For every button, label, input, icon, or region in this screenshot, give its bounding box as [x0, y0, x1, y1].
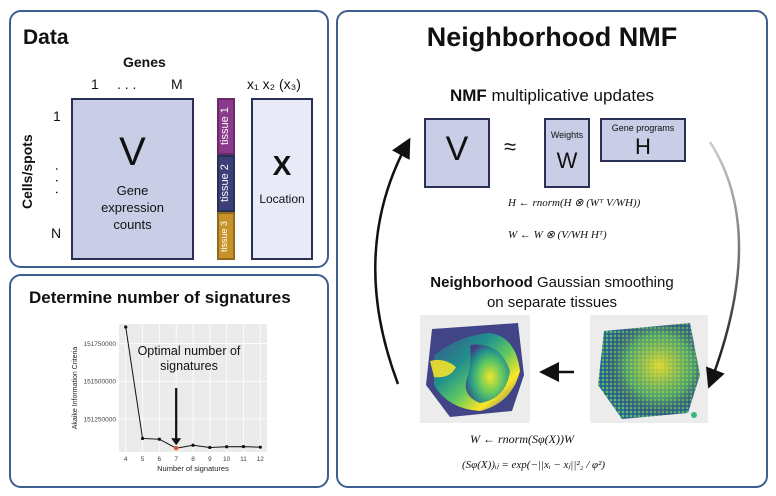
- nmf-panel-title: Neighborhood NMF: [426, 22, 678, 52]
- data-panel: Data Genes 1 . . . M Cells/spots 1 . . .…: [9, 10, 329, 268]
- arrow-right-curve: [706, 141, 741, 389]
- arrow-left-curve: [374, 137, 411, 385]
- x-axis-label: Number of signatures: [157, 464, 229, 473]
- aic-point: [157, 437, 161, 441]
- matrix-x-caption: Location: [259, 192, 305, 206]
- smoothing-title-rest: Gaussian smoothing: [532, 274, 674, 291]
- tissue-2-label: tissue 2: [219, 164, 231, 203]
- nmf-h-box: Gene programs H: [600, 118, 686, 162]
- x-tick-label: 9: [208, 456, 212, 463]
- gene-index-dots: . . .: [117, 76, 137, 92]
- smoothed-tissue-map: [420, 315, 530, 423]
- y-tick-label: 151500000: [83, 379, 116, 386]
- signatures-panel: Determine number of signatures 151250000…: [9, 274, 329, 488]
- genes-label: Genes: [123, 54, 166, 70]
- nmf-w-box: Weights W: [544, 118, 590, 188]
- aic-point: [258, 445, 262, 449]
- annotation-arrow-head: [171, 438, 182, 446]
- updates-title-bold: NMF: [449, 86, 487, 105]
- x-tick-label: 8: [191, 456, 195, 463]
- raw-tissue-map: [590, 315, 708, 423]
- x-tick-label: 5: [141, 456, 145, 463]
- gene-index-last: M: [171, 76, 183, 92]
- smoothing-title-bold: Neighborhood: [430, 274, 533, 291]
- y-tick-label: 151750000: [83, 341, 116, 348]
- h-label: Gene programs: [611, 123, 675, 133]
- x-tick-label: 4: [124, 456, 128, 463]
- aic-point: [140, 436, 145, 441]
- nmf-panel: Neighborhood NMF NMF multiplicative upda…: [336, 10, 768, 488]
- smoothing-title: Neighborhood Gaussian smoothing: [338, 274, 766, 291]
- tissue-2-block: tissue 2: [217, 155, 235, 212]
- y-axis-label: Akaike Information Criteria: [72, 347, 79, 430]
- aic-point: [225, 445, 229, 449]
- matrix-x-letter: X: [272, 150, 292, 181]
- tissue-3-block: tissue 3: [217, 212, 235, 260]
- chart-annotation: Optimal number of signatures: [137, 344, 241, 373]
- x-tick-label: 11: [240, 456, 247, 463]
- tissue-1-label: tissue 1: [219, 107, 231, 146]
- updates-title: NMF multiplicative updates: [338, 86, 766, 106]
- expression-matrix-v: V Gene expression counts: [71, 98, 194, 260]
- h-update-equation: H ← rnorm(H ⊗ (Wᵀ V/WH)): [508, 197, 641, 209]
- aic-chart: 151250000 151500000 151750000 4 5 6 7 8 9 10 11 12N…: [72, 324, 267, 473]
- cell-index-dots: . . .: [53, 167, 69, 197]
- x-tick-label: 10: [223, 456, 231, 463]
- h-letter: H: [635, 134, 651, 159]
- aic-optimal-point: [173, 446, 179, 451]
- aic-point: [241, 444, 246, 449]
- kernel-equation: (Sφ(X))ᵢⱼ = exp(−||xᵢ − xⱼ||²₂ / φ²): [462, 459, 606, 471]
- data-panel-title: Data: [23, 26, 69, 49]
- location-matrix-x: X Location: [251, 98, 313, 260]
- cycle-arrows: [374, 137, 741, 389]
- matrix-v-letter: V: [119, 130, 146, 174]
- cell-index-first: 1: [53, 108, 61, 124]
- aic-point: [208, 445, 212, 450]
- w-update-equation: W ← W ⊗ (V/WH Hᵀ): [508, 229, 607, 241]
- w-letter: W: [556, 148, 578, 173]
- w-label: Weights: [550, 130, 584, 140]
- nmf-v-box: V: [424, 118, 490, 188]
- updates-title-rest: multiplicative updates: [486, 86, 655, 105]
- smoothing-equation: W ← rnorm(Sφ(X))W: [470, 432, 574, 446]
- tissue-3-label: tissue 3: [219, 220, 229, 252]
- coords-label: x₁ x₂ (x₃): [247, 76, 301, 92]
- tissue-1-block: tissue 1: [217, 98, 235, 155]
- signatures-panel-title: Determine number of signatures: [29, 288, 291, 307]
- x-tick-label: 12: [257, 456, 265, 463]
- x-tick-label: 6: [158, 456, 162, 463]
- aic-point: [124, 325, 128, 329]
- y-tick-label: 151250000: [83, 416, 116, 423]
- aic-point: [191, 443, 195, 447]
- smoothing-subtitle: on separate tissues: [486, 294, 618, 311]
- cells-label: Cells/spots: [19, 134, 35, 210]
- cell-index-last: N: [51, 225, 62, 241]
- gene-index-first: 1: [91, 76, 99, 92]
- x-tick-label: 7: [174, 456, 178, 463]
- matrix-v-caption: Gene expression counts: [101, 183, 164, 232]
- approx-symbol: ≈: [504, 134, 517, 159]
- nmf-v-letter: V: [445, 130, 469, 168]
